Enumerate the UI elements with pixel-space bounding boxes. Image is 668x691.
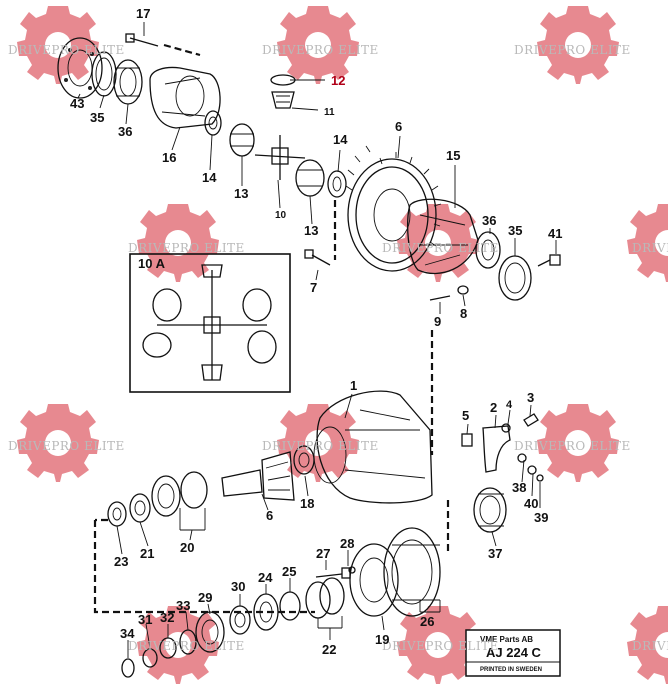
callout-18: 18 — [300, 496, 314, 511]
callout-33: 33 — [176, 598, 190, 613]
callout-35: 35 — [90, 110, 104, 125]
callout-34: 34 — [120, 626, 135, 641]
callout-41: 41 — [548, 226, 562, 241]
watermark-gears — [17, 6, 668, 684]
callout-9: 9 — [434, 314, 441, 329]
callout-38: 38 — [512, 480, 526, 495]
callout-19: 19 — [375, 632, 389, 647]
watermark-text: DRIVEPRO ELITE — [128, 639, 245, 653]
callout-11: 11 — [324, 107, 335, 118]
callout-2: 2 — [490, 400, 497, 415]
callout-32: 32 — [160, 610, 174, 625]
watermark-text: DRIVEPRO ELITE — [632, 639, 668, 653]
callout-29: 29 — [198, 590, 212, 605]
assembly-lines-upper — [163, 43, 434, 455]
watermark-text: DRIVEPRO ELITE — [632, 241, 668, 255]
title-block-company: VME Parts AB — [480, 635, 533, 644]
callout-39: 39 — [534, 510, 548, 525]
callout-12: 12 — [331, 73, 345, 88]
watermark-text: DRIVEPRO ELITE — [128, 241, 245, 255]
watermark-text: DRIVEPRO ELITE — [514, 439, 631, 453]
callout-36-right: 36 — [482, 213, 496, 228]
callout-3: 3 — [527, 390, 534, 405]
watermark-text: DRIVEPRO ELITE — [382, 241, 499, 255]
callout-22: 22 — [322, 642, 336, 657]
callout-40: 40 — [524, 496, 538, 511]
callout-35-right: 35 — [508, 223, 522, 238]
upper-assembly — [57, 33, 561, 301]
callout-43: 43 — [70, 96, 84, 111]
leader-lines-upper — [77, 22, 557, 314]
callout-30: 30 — [231, 579, 245, 594]
callout-14: 14 — [202, 170, 217, 185]
watermark-text: DRIVEPRO ELITE — [8, 439, 125, 453]
title-block-printed: PRINTED IN SWEDEN — [480, 667, 542, 673]
callout-6: 6 — [395, 119, 402, 134]
watermark-text: DRIVEPRO ELITE — [8, 43, 125, 57]
callout-15: 15 — [446, 148, 460, 163]
callout-10: 10 — [275, 210, 287, 221]
assembly-lines-lower — [93, 500, 450, 614]
callout-26: 26 — [420, 614, 434, 629]
callout-6-lower: 6 — [266, 508, 273, 523]
leader-lines-lower — [116, 393, 541, 658]
callout-25: 25 — [282, 564, 296, 579]
callout-31: 31 — [138, 612, 152, 627]
callout-1: 1 — [350, 378, 357, 393]
callout-28: 28 — [340, 536, 354, 551]
callout-5: 5 — [462, 408, 469, 423]
title-block: VME Parts AB AJ 224 C PRINTED IN SWEDEN — [465, 629, 561, 677]
callout-7: 7 — [310, 280, 317, 295]
title-block-code: AJ 224 C — [486, 645, 542, 660]
callout-4: 4 — [506, 399, 513, 411]
callout-21: 21 — [140, 546, 154, 561]
callout-23: 23 — [114, 554, 128, 569]
callout-36: 36 — [118, 124, 132, 139]
lower-assembly — [107, 390, 544, 678]
callout-37: 37 — [488, 546, 502, 561]
inset-box — [129, 253, 291, 393]
watermark-text: DRIVEPRO ELITE — [262, 43, 379, 57]
callout-16: 16 — [162, 150, 176, 165]
callout-14-right: 14 — [333, 132, 348, 147]
callout-numbers: 17 43 35 36 16 12 11 14 13 10 14 13 6 15… — [70, 6, 562, 657]
watermark-text: DRIVEPRO ELITE — [262, 439, 379, 453]
inset-label: 10 A — [138, 256, 166, 271]
watermark-text: DRIVEPRO ELITE — [514, 43, 631, 57]
callout-27: 27 — [316, 546, 330, 561]
callout-13-lower: 13 — [304, 223, 318, 238]
watermark-text: DRIVEPRO ELITE — [382, 639, 499, 653]
callout-8: 8 — [460, 306, 467, 321]
callout-24: 24 — [258, 570, 273, 585]
callout-20: 20 — [180, 540, 194, 555]
callout-13: 13 — [234, 186, 248, 201]
callout-17: 17 — [136, 6, 150, 21]
watermark-texts: DRIVEPRO ELITE DRIVEPRO ELITE DRIVEPRO E… — [8, 43, 668, 653]
